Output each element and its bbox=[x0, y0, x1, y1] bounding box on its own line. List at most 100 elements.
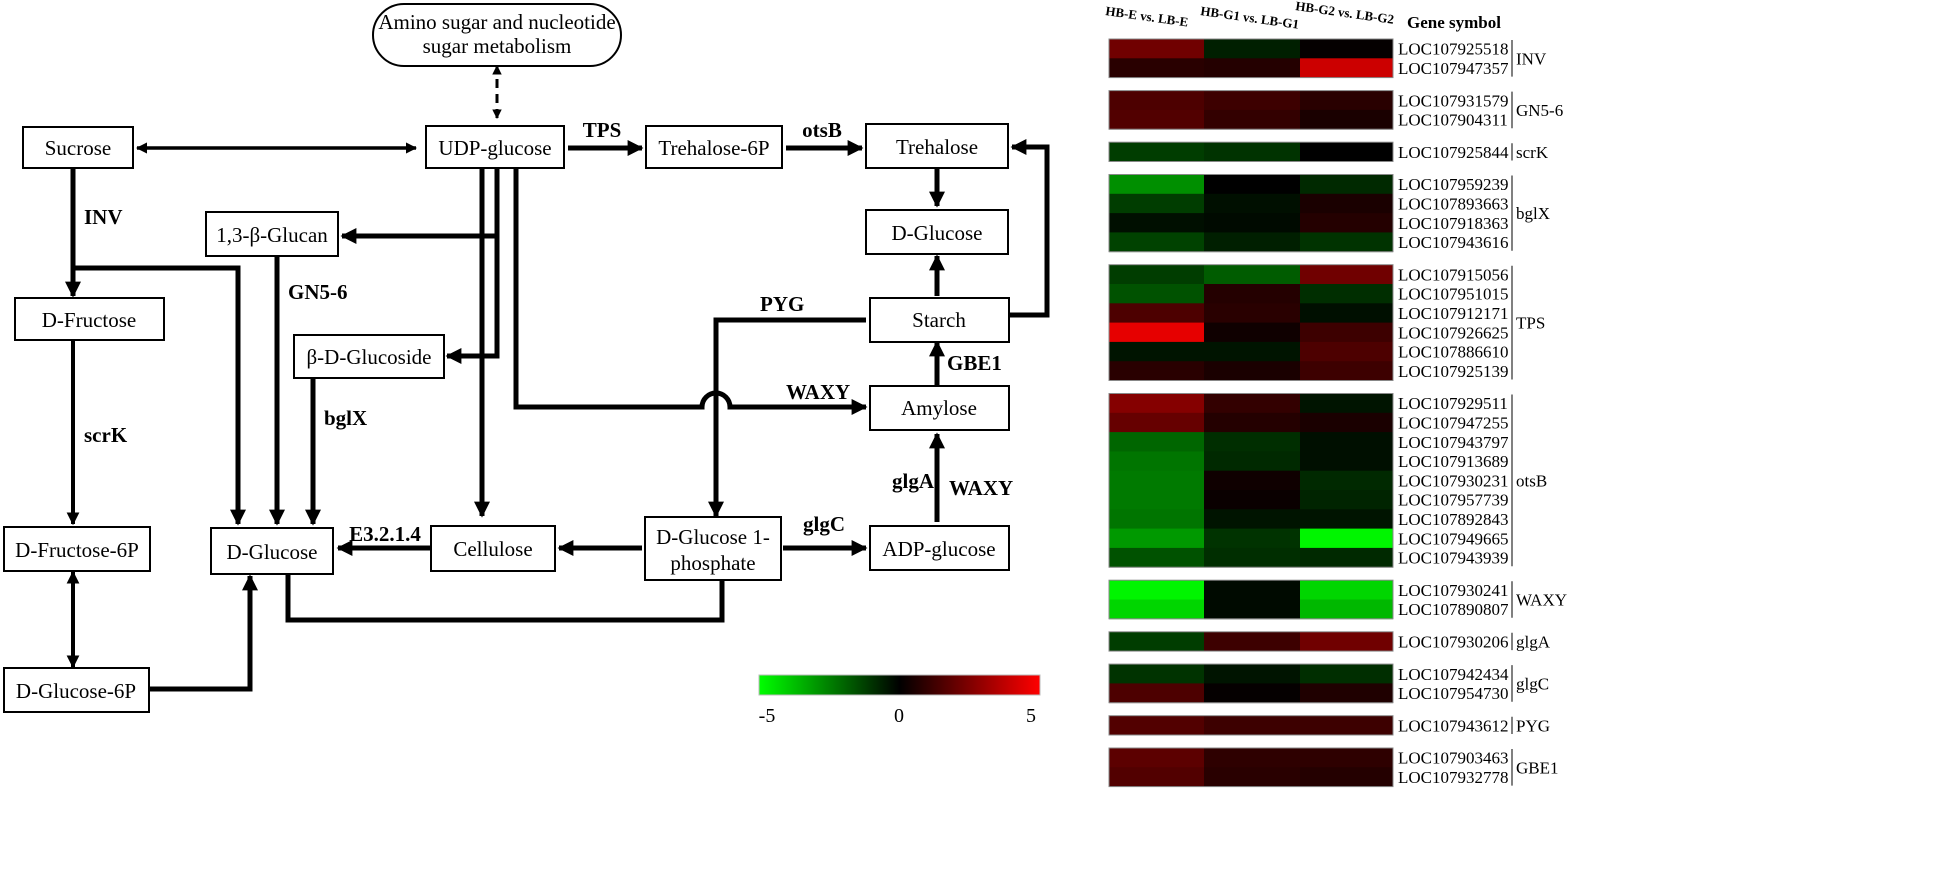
heatmap-gene-id: LOC107930206 bbox=[1398, 633, 1509, 652]
heatmap-gene-id: LOC107886610 bbox=[1398, 343, 1509, 362]
heatmap-cell bbox=[1300, 528, 1393, 549]
heatmap-cell bbox=[1204, 528, 1300, 549]
heatmap-gene-id: LOC107892843 bbox=[1398, 510, 1509, 529]
edge-udp-glucoside bbox=[445, 236, 500, 365]
heatmap-cell bbox=[1109, 393, 1204, 414]
heatmap-cell bbox=[1300, 284, 1393, 304]
heatmap-cell bbox=[1300, 631, 1393, 652]
heatmap-cell bbox=[1300, 432, 1393, 452]
heatmap-cell bbox=[1109, 39, 1204, 59]
heatmap-gene-symbol-header: Gene symbol bbox=[1407, 13, 1501, 32]
heatmap-cell bbox=[1109, 341, 1204, 362]
heatmap-cell bbox=[1109, 232, 1204, 253]
heatmap-gene-id: LOC107925518 bbox=[1398, 40, 1509, 59]
edge-inv-dglucose bbox=[73, 265, 247, 526]
heatmap-cell bbox=[1300, 341, 1393, 362]
enzyme-inv: INV bbox=[84, 205, 123, 229]
heatmap-cell bbox=[1204, 715, 1300, 736]
color-scale-max-label: 5 bbox=[1026, 705, 1036, 727]
heatmap-cell bbox=[1300, 412, 1393, 433]
heatmap-group-label: TPS bbox=[1516, 314, 1545, 333]
heatmap-col-header-2: HB-G1 vs. LB-G1 bbox=[1200, 3, 1300, 32]
node-d-glucose-6p-label: D-Glucose-6P bbox=[16, 679, 136, 703]
heatmap-gene-id: LOC107930231 bbox=[1398, 471, 1509, 490]
heatmap-group-frame bbox=[1108, 90, 1394, 130]
heatmap-cell bbox=[1300, 683, 1393, 704]
heatmap-group-frame bbox=[1108, 141, 1394, 162]
heatmap-cell bbox=[1204, 39, 1300, 59]
heatmap-cell bbox=[1204, 58, 1300, 78]
heatmap-group-label: scrK bbox=[1516, 143, 1549, 162]
heatmap-gene-id: LOC107951015 bbox=[1398, 285, 1509, 304]
node-udp-glucose: UDP-glucose bbox=[425, 125, 565, 169]
heatmap-cell bbox=[1204, 303, 1300, 323]
heatmap-col-header-3: HB-G2 vs. LB-G2 bbox=[1295, 0, 1395, 27]
heatmap-gene-id: LOC107943616 bbox=[1398, 233, 1509, 252]
heatmap-gene-id: LOC107926625 bbox=[1398, 323, 1509, 342]
node-amylose: Amylose bbox=[869, 385, 1010, 431]
node-d-glucose-top: D-Glucose bbox=[865, 209, 1009, 255]
heatmap-cell bbox=[1300, 748, 1393, 768]
node-starch-label: Starch bbox=[912, 308, 966, 332]
node-trehalose-6p-label: Trehalose-6P bbox=[658, 136, 769, 160]
heatmap-cell bbox=[1204, 341, 1300, 362]
heatmap-cell bbox=[1109, 528, 1204, 549]
enzyme-gn56: GN5-6 bbox=[288, 280, 348, 304]
heatmap-cell bbox=[1300, 58, 1393, 78]
node-cellulose-label: Cellulose bbox=[453, 537, 532, 561]
edge-starch-trehalose bbox=[1009, 138, 1050, 318]
heatmap-group-frame bbox=[1108, 631, 1394, 652]
heatmap-cell bbox=[1109, 322, 1204, 343]
node-adp-glucose: ADP-glucose bbox=[869, 525, 1010, 571]
heatmap-gene-id: LOC107918363 bbox=[1398, 214, 1509, 233]
heatmap-cell bbox=[1109, 264, 1204, 285]
heatmap-cell bbox=[1204, 432, 1300, 452]
color-scale-min-label: -5 bbox=[759, 705, 776, 727]
heatmap-cell bbox=[1204, 470, 1300, 491]
node-g1p-line2: phosphate bbox=[670, 551, 755, 575]
heatmap-gene-id: LOC107947255 bbox=[1398, 413, 1509, 432]
node-g1p: D-Glucose 1- phosphate bbox=[644, 516, 782, 581]
heatmap-cell bbox=[1109, 451, 1204, 472]
heatmap-gene-id: LOC107915056 bbox=[1398, 265, 1509, 284]
heatmap-cell bbox=[1300, 322, 1393, 343]
heatmap-cell bbox=[1204, 232, 1300, 253]
heatmap-cell bbox=[1300, 490, 1393, 510]
heatmap-gene-id: LOC107943612 bbox=[1398, 716, 1509, 735]
node-starch: Starch bbox=[869, 297, 1010, 343]
heatmap-cell bbox=[1109, 748, 1204, 768]
enzyme-glgc: glgC bbox=[803, 512, 845, 536]
heatmap-cell bbox=[1300, 547, 1393, 568]
heatmap-group-label: glgA bbox=[1516, 633, 1551, 652]
edge-udp-glucan bbox=[340, 168, 500, 245]
enzyme-bglx: bglX bbox=[324, 406, 367, 430]
heatmap-cell bbox=[1204, 547, 1300, 568]
heatmap-gene-id: LOC107930241 bbox=[1398, 581, 1509, 600]
heatmap-gene-id: LOC107954730 bbox=[1398, 684, 1509, 703]
heatmap-cell bbox=[1109, 412, 1204, 433]
heatmap-group-label: WAXY bbox=[1516, 591, 1567, 610]
heatmap-group: LOC107959239LOC107893663LOC107918363LOC1… bbox=[1108, 174, 1550, 253]
heatmap-group-label: bglX bbox=[1516, 204, 1550, 223]
heatmap-cell bbox=[1109, 580, 1204, 600]
heatmap-group-frame bbox=[1108, 264, 1394, 382]
heatmap-cell bbox=[1109, 767, 1204, 787]
node-glucan-label: 1,3-β-Glucan bbox=[216, 223, 328, 247]
node-d-fructose-6p: D-Fructose-6P bbox=[3, 526, 151, 572]
heatmap-cell bbox=[1109, 683, 1204, 704]
enzyme-e3214: E3.2.1.4 bbox=[349, 522, 421, 546]
heatmap-cell bbox=[1109, 109, 1204, 130]
heatmap-cell bbox=[1109, 303, 1204, 323]
expression-heatmap: HB-E vs. LB-E HB-G1 vs. LB-G1 HB-G2 vs. … bbox=[1105, 0, 1567, 788]
heatmap-group: LOC107929511LOC107947255LOC107943797LOC1… bbox=[1108, 393, 1547, 568]
node-trehalose-label: Trehalose bbox=[896, 135, 978, 159]
heatmap-group-label: GBE1 bbox=[1516, 758, 1559, 777]
heatmap-gene-id: LOC107959239 bbox=[1398, 175, 1509, 194]
node-d-glucose-6p: D-Glucose-6P bbox=[3, 667, 150, 713]
heatmap-gene-id: LOC107903463 bbox=[1398, 749, 1509, 768]
node-trehalose: Trehalose bbox=[865, 123, 1009, 169]
heatmap-group-frame bbox=[1108, 747, 1394, 788]
